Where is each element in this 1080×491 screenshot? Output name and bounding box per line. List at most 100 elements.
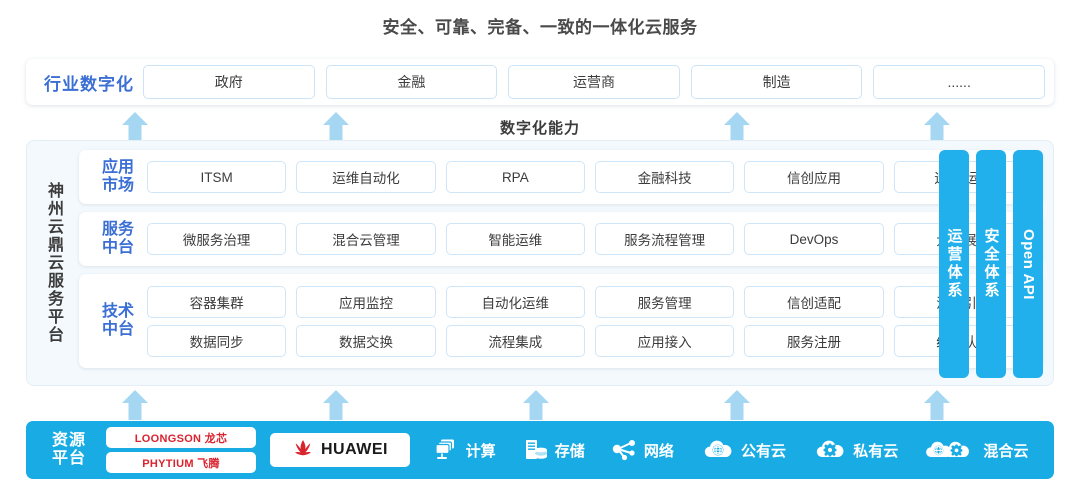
up-arrow-icon-bottom-5	[924, 390, 950, 420]
capability-label: 数字化能力	[499, 120, 580, 137]
up-arrow-icon-bottom-4	[724, 390, 750, 420]
cell-xinchuang-app[interactable]: 信创应用	[744, 161, 884, 193]
huawei-logo: HUAWEI	[270, 433, 410, 467]
network-icon	[612, 438, 638, 462]
resource-item-public-cloud-label: 公有云	[741, 442, 787, 460]
layer-tech-platform: 技术 中台 容器集群 应用监控 自动化运维 服务管理 信创适配 流程引擎	[79, 274, 1043, 368]
cell-container-cluster[interactable]: 容器集群	[147, 285, 287, 318]
layer-label-tech-platform: 技术 中台	[89, 303, 147, 339]
phytium-logo: PHYTIUM 飞腾	[106, 452, 256, 473]
pillar-open-api-label: Open API	[1019, 228, 1037, 300]
cell-fintech[interactable]: 金融科技	[594, 161, 735, 193]
cell-service-management[interactable]: 服务管理	[594, 285, 735, 318]
layer-row-service-platform: 服务 中台 微服务治理 混合云管理 智能运维 服务流程管理 DevOps 大屏展…	[79, 212, 1043, 266]
storage-icon	[523, 438, 549, 462]
resource-item-private-cloud[interactable]: 私有云	[813, 438, 898, 462]
resource-item-public-cloud[interactable]: 公有云	[701, 438, 786, 462]
cell-devops[interactable]: DevOps	[744, 223, 884, 255]
resource-item-network-label: 网络	[643, 442, 674, 460]
resource-item-network[interactable]: 网络	[612, 438, 674, 462]
cell-row: 容器集群 应用监控 自动化运维 服务管理 信创适配 流程引擎	[147, 285, 1033, 318]
pillar-security-system-label: 安全体系	[982, 228, 1000, 300]
pillar-operations-system[interactable]: 运营体系	[939, 150, 969, 378]
layer-label-line1: 技术	[101, 303, 134, 321]
huawei-flower-icon	[292, 438, 314, 463]
vertical-pillar-group: 运营体系 安全体系 Open API	[939, 150, 1043, 378]
up-arrow-icon-bottom-2	[323, 390, 349, 420]
layer-service-platform: 服务 中台 微服务治理 混合云管理 智能运维 服务流程管理 DevOps 大屏展…	[79, 212, 1043, 266]
industry-band: 行业数字化 政府 金融 运营商 制造 ......	[26, 59, 1054, 105]
pillar-security-system[interactable]: 安全体系	[976, 150, 1006, 378]
industry-cell-finance[interactable]: 金融	[325, 65, 498, 99]
industry-cell-manufacturing[interactable]: 制造	[690, 65, 863, 99]
up-arrow-icon-top-1	[122, 112, 148, 142]
layer-label-line2: 市场	[101, 177, 134, 194]
resource-label-line1: 资源	[51, 431, 86, 449]
industry-band-label: 行业数字化	[44, 74, 134, 94]
resource-item-storage-label: 存储	[554, 442, 585, 460]
resource-item-compute-label: 计算	[465, 442, 496, 460]
cell-data-sync[interactable]: 数据同步	[147, 324, 287, 357]
layer-row-tech-platform: 技术 中台 容器集群 应用监控 自动化运维 服务管理 信创适配 流程引擎	[79, 274, 1043, 368]
resource-item-storage[interactable]: 存储	[523, 438, 585, 462]
cell-service-process-management[interactable]: 服务流程管理	[594, 223, 735, 255]
cell-app-access[interactable]: 应用接入	[594, 324, 735, 357]
resource-item-hybrid-cloud-label: 混合云	[983, 442, 1029, 460]
layer-app-market: 应用 市场 ITSM 运维自动化 RPA 金融科技 信创应用 运维/运营	[79, 150, 1043, 204]
resource-item-compute[interactable]: 计算	[434, 438, 496, 462]
layer-grid-tech-platform: 容器集群 应用监控 自动化运维 服务管理 信创适配 流程引擎 数据同步 数据交换…	[147, 285, 1033, 357]
cell-ops-automation[interactable]: 运维自动化	[296, 161, 436, 193]
cell-intelligent-ops[interactable]: 智能运维	[445, 223, 585, 255]
cell-xinchuang-adaptation[interactable]: 信创适配	[744, 285, 884, 318]
cell-microservice-governance[interactable]: 微服务治理	[147, 223, 287, 255]
platform-vertical-label: 神州云鼎云服务平台	[27, 141, 79, 385]
compute-icon	[434, 438, 460, 462]
cell-itsm[interactable]: ITSM	[147, 161, 287, 193]
layer-label-app-market: 应用 市场	[89, 159, 147, 195]
huawei-logo-text: HUAWEI	[321, 441, 388, 458]
up-arrow-icon-top-2	[323, 112, 349, 142]
cell-process-integration[interactable]: 流程集成	[445, 324, 585, 357]
cell-service-registration[interactable]: 服务注册	[744, 324, 884, 357]
resource-platform-label: 资源 平台	[38, 432, 100, 469]
platform-vertical-label-text: 神州云鼎云服务平台	[45, 182, 62, 344]
loongson-logo: LOONGSON 龙芯	[106, 427, 256, 448]
up-arrow-icon-top-4	[924, 112, 950, 142]
platform-layer-stack: 应用 市场 ITSM 运维自动化 RPA 金融科技 信创应用 运维/运营	[79, 141, 1053, 385]
vendor-logo-column: LOONGSON 龙芯 PHYTIUM 飞腾	[106, 427, 256, 473]
up-arrow-icon-bottom-1	[122, 390, 148, 420]
resource-item-hybrid-cloud[interactable]: 混合云	[925, 438, 1028, 462]
layer-row-app-market: 应用 市场 ITSM 运维自动化 RPA 金融科技 信创应用 运维/运营	[79, 150, 1043, 204]
layer-grid-service-platform: 微服务治理 混合云管理 智能运维 服务流程管理 DevOps 大屏展示	[147, 223, 1033, 255]
layer-label-line1: 应用	[101, 159, 134, 177]
industry-cell-more[interactable]: ......	[873, 65, 1045, 99]
page-title: 安全、可靠、完备、一致的一体化云服务	[382, 18, 698, 37]
cell-row: ITSM 运维自动化 RPA 金融科技 信创应用 运维/运营	[147, 161, 1033, 193]
up-arrow-icon-bottom-3	[523, 390, 549, 420]
up-arrow-icon-top-3	[724, 112, 750, 142]
private-cloud-icon	[813, 438, 847, 462]
layer-label-line2: 中台	[101, 321, 134, 338]
resource-item-list: 计算 存储	[410, 438, 1042, 462]
cell-rpa[interactable]: RPA	[445, 161, 585, 193]
layer-label-line2: 中台	[101, 239, 134, 256]
pillar-open-api[interactable]: Open API	[1013, 150, 1043, 378]
industry-cell-list: 政府 金融 运营商 制造 ......	[143, 65, 1045, 99]
cell-hybrid-cloud-management[interactable]: 混合云管理	[296, 223, 436, 255]
cell-data-exchange[interactable]: 数据交换	[296, 324, 436, 357]
cell-automated-ops[interactable]: 自动化运维	[445, 285, 585, 318]
resource-item-private-cloud-label: 私有云	[853, 442, 899, 460]
industry-cell-government[interactable]: 政府	[143, 65, 315, 99]
cell-app-monitoring[interactable]: 应用监控	[296, 285, 436, 318]
cloud-service-platform-panel: 神州云鼎云服务平台 应用 市场 ITSM 运维自动化 RPA 金融科技	[26, 140, 1054, 386]
layer-label-line1: 服务	[101, 221, 134, 239]
pillar-operations-system-label: 运营体系	[945, 228, 963, 300]
resource-label-line2: 平台	[51, 450, 86, 467]
resource-platform-bar: 资源 平台 LOONGSON 龙芯 PHYTIUM 飞腾 HUAWEI	[26, 421, 1054, 479]
hybrid-cloud-icon	[925, 438, 977, 462]
layer-label-service-platform: 服务 中台	[89, 221, 147, 257]
industry-cell-carrier[interactable]: 运营商	[508, 65, 680, 99]
layer-grid-app-market: ITSM 运维自动化 RPA 金融科技 信创应用 运维/运营	[147, 161, 1033, 193]
cell-row: 数据同步 数据交换 流程集成 应用接入 服务注册 统一认证	[147, 324, 1033, 357]
